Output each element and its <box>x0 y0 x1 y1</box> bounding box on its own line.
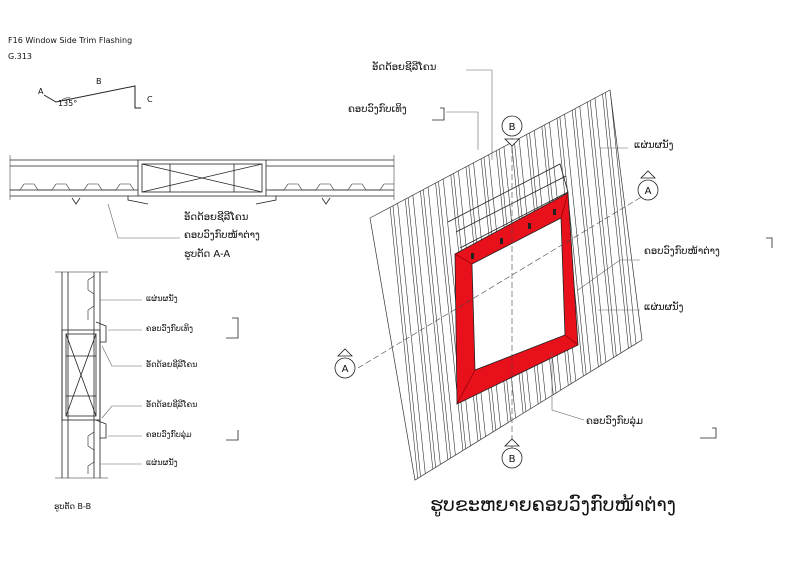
wall-rib <box>611 90 642 480</box>
profile-label-c: C <box>147 95 153 104</box>
section-bb-label-silicone-top: ອັດດ້ອຍຊີລີໂຄນ <box>146 360 198 369</box>
section-marker-b-top <box>501 115 523 147</box>
trim-profile-sketch <box>43 85 141 109</box>
wall-rib <box>614 90 642 480</box>
section-marker-a-left <box>334 348 356 379</box>
wall-rib <box>595 90 642 480</box>
wall-rib <box>411 90 463 480</box>
profile-angle: 135° <box>58 99 77 108</box>
section-aa-drawing <box>9 155 395 239</box>
wall-rib <box>566 90 618 480</box>
marker-letter-a-left: A <box>342 364 349 375</box>
wall-rib <box>635 90 642 480</box>
section-bb-label-bottom-trim: ຄອບວົງກົບລຸ່ມ <box>146 430 192 439</box>
wall-rib <box>587 90 639 480</box>
wall-rib <box>582 90 634 480</box>
section-bb-label-wall-bottom: ແຜ່ນຜນັງ <box>146 458 178 467</box>
detail-profile-symbols <box>432 107 773 439</box>
detail-leaders <box>446 69 640 421</box>
marker-letter-b-bottom: B <box>509 454 516 465</box>
marker-letter-a-right: A <box>645 186 652 197</box>
wall-rib <box>579 90 631 480</box>
detail-label-window-trim: ຄອບວົງກົບໜ້າຕ່າງ <box>644 246 720 257</box>
section-bb-caption: ຮູບຕັດ B-B <box>54 502 92 511</box>
drawing-title: F16 Window Side Trim Flashing <box>8 36 133 45</box>
section-aa-label-silicone: ອັດດ້ອຍຊີລີໂຄນ <box>184 212 249 223</box>
window-trim-frame <box>454 192 579 405</box>
detail-label-silicone: ອັດດ້ອຍຊີລີໂຄນ <box>372 62 437 73</box>
section-bb-label-top-trim: ຄອບວົງກົບເທິງ <box>146 324 193 333</box>
detail-section-lines <box>357 138 644 448</box>
bb-profile-symbols <box>226 317 239 441</box>
profile-label-a: A <box>38 87 44 96</box>
wall-rib <box>598 90 642 480</box>
wall-rib <box>619 90 642 480</box>
top-trim-detail <box>447 163 569 249</box>
wall-rib <box>603 90 642 480</box>
wall-rib <box>571 90 623 480</box>
section-marker-a-right <box>637 170 659 201</box>
detail-label-wall-top: ແຜ່ນຜນັງ <box>634 140 674 151</box>
wall-rib <box>630 90 642 480</box>
drawing-code: G.313 <box>8 52 33 61</box>
section-marker-b-bottom <box>501 438 523 469</box>
wall-rib <box>627 90 642 480</box>
section-bb-label-silicone-bottom: ອັດດ້ອຍຊີລີໂຄນ <box>146 400 198 409</box>
detail-title: ຮູບຂະຫຍາຍຄອບວົງກົບໜ້າຕ່າງ <box>430 494 676 516</box>
detail-label-top-trim: ຄອບວົງກົບເທິງ <box>348 104 407 115</box>
section-aa-label-window-trim: ຄອບວົງກົບໜ້າຕ່າງ <box>184 230 260 241</box>
section-bb-label-wall-top: ແຜ່ນຜນັງ <box>146 294 178 303</box>
wall-rib <box>403 90 455 480</box>
detail-label-bottom-trim: ຄອບວົງກົບລຸ່ມ <box>586 416 644 427</box>
profile-label-b: B <box>96 77 102 86</box>
detail-label-wall-mid: ແຜ່ນຜນັງ <box>644 302 684 313</box>
marker-letter-b-top: B <box>509 122 516 133</box>
section-aa-caption: ຮູບຕັດ A-A <box>184 249 231 260</box>
section-bb-drawing <box>55 271 142 479</box>
